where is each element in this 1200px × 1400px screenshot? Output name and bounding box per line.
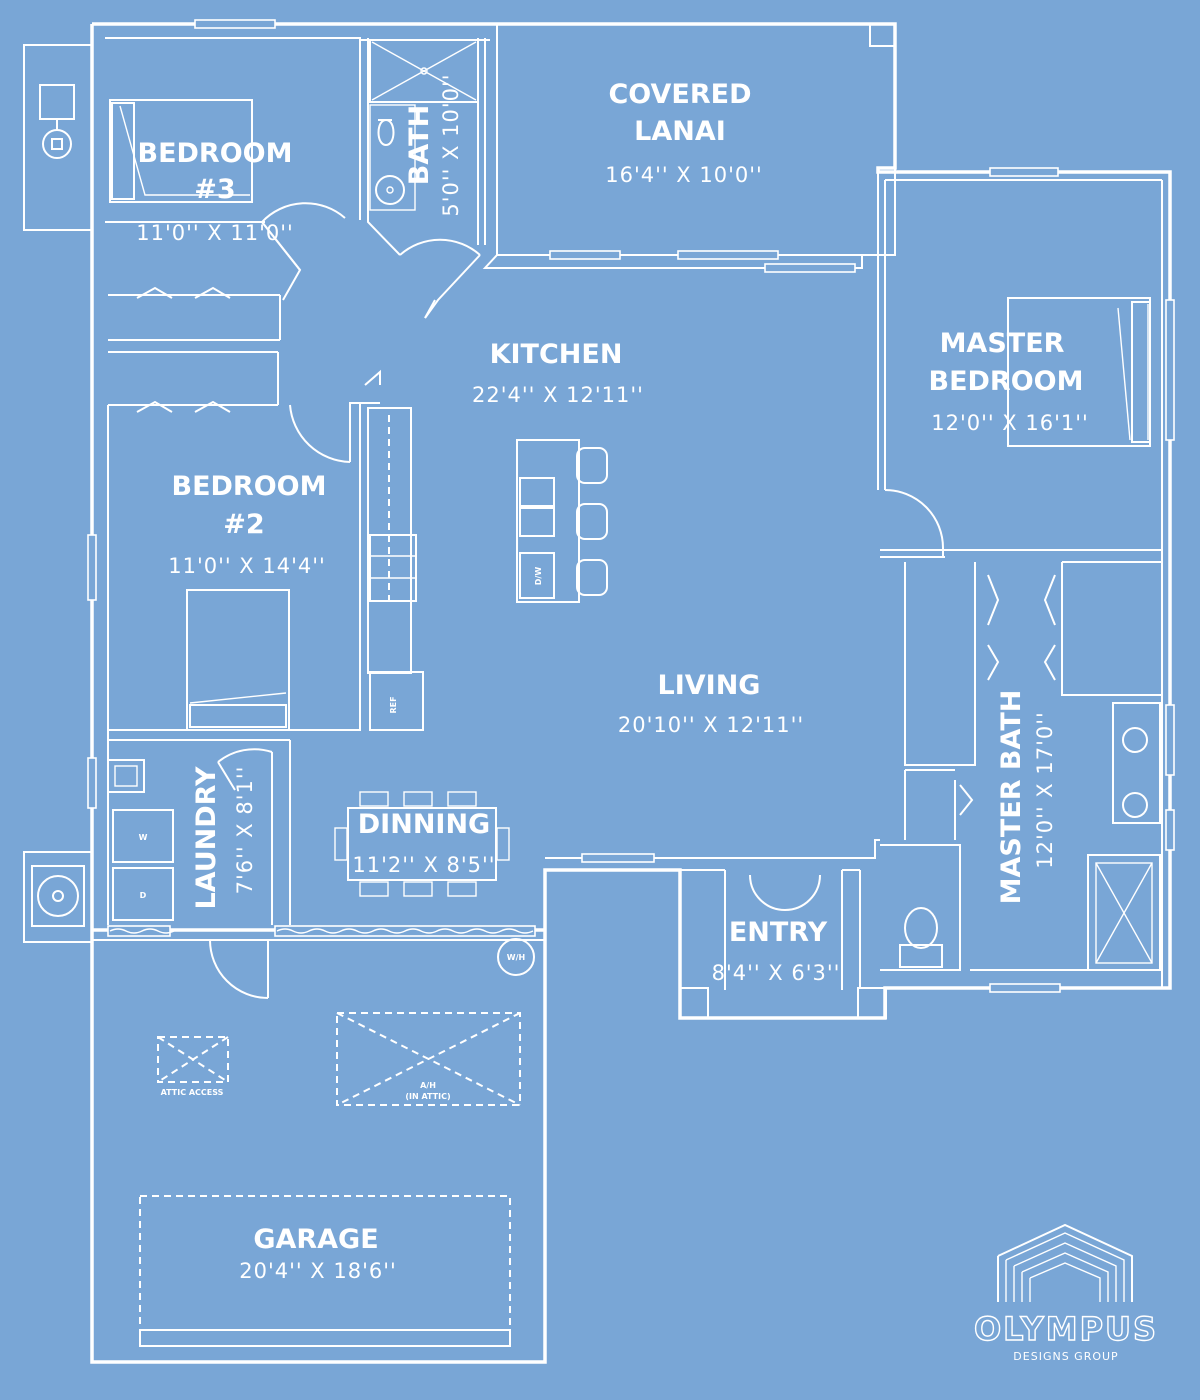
exterior-walls <box>90 22 1172 1364</box>
bedroom3-name-2: #3 <box>194 174 235 205</box>
laundry-name: LAUNDRY <box>191 766 222 910</box>
lanai-name-2: LANAI <box>634 116 726 147</box>
fridge-label: REF <box>389 696 398 713</box>
living-dims: 20'10'' X 12'11'' <box>618 713 804 737</box>
garage-dims: 20'4'' X 18'6'' <box>239 1259 397 1283</box>
bedroom2-name-1: BEDROOM <box>172 471 327 502</box>
bedroom3-name-1: BEDROOM <box>138 138 293 169</box>
lanai-dims: 16'4'' X 10'0'' <box>605 163 763 187</box>
bed3 <box>109 99 253 203</box>
ac-unit-top <box>23 44 93 231</box>
bedroom2-dims: 11'0'' X 14'4'' <box>168 554 326 578</box>
attic-access-label: ATTIC ACCESS <box>161 1088 224 1097</box>
kitchen-name: KITCHEN <box>490 339 623 370</box>
water-heater-label: W/H <box>507 953 525 962</box>
bath-name: BATH <box>404 105 435 185</box>
laundry-dims: 7'6'' X 8'1'' <box>233 766 257 895</box>
master-bath-name: MASTER BATH <box>996 690 1027 905</box>
entry-name: ENTRY <box>729 917 828 948</box>
bedroom2-name-2: #2 <box>223 509 264 540</box>
logo-name: OLYMPUS <box>974 1310 1158 1348</box>
windows <box>87 19 1175 993</box>
interior-walls <box>92 24 1163 1347</box>
dinning-name: DINNING <box>358 809 490 840</box>
entry-dims: 8'4'' X 6'3'' <box>712 961 841 985</box>
logo-tagline: DESIGNS GROUP <box>1013 1350 1118 1363</box>
master-bedroom-dims: 12'0'' X 16'1'' <box>931 411 1089 435</box>
bedroom3-dims: 11'0'' X 11'0'' <box>136 221 294 245</box>
company-logo: OLYMPUS DESIGNS GROUP <box>973 1223 1158 1363</box>
bath-dims: 5'0'' X 10'0'' <box>439 73 463 216</box>
living-name: LIVING <box>658 670 761 701</box>
dinning-dims: 11'2'' X 8'5'' <box>352 853 495 877</box>
doors <box>136 202 1056 999</box>
dishwasher-label: D/W <box>534 567 543 586</box>
logo-mark-icon <box>997 1223 1133 1302</box>
ah-label-line1: A/H <box>420 1081 436 1090</box>
dryer-label: D <box>140 891 147 900</box>
washer-label: W <box>139 833 148 842</box>
master-bedroom-name-2: BEDROOM <box>929 366 1084 397</box>
ah-label-line2: (IN ATTIC) <box>405 1092 450 1101</box>
lanai-name-1: COVERED <box>608 79 751 110</box>
room-labels: BEDROOM #3 11'0'' X 11'0'' BATH 5'0'' X … <box>136 73 1089 1283</box>
kitchen-dims: 22'4'' X 12'11'' <box>472 383 644 407</box>
ac-unit-bottom <box>23 851 93 943</box>
garage-name: GARAGE <box>253 1224 378 1255</box>
fixtures: REF D/W W <box>107 39 1161 1106</box>
master-bedroom-name-1: MASTER <box>940 328 1065 359</box>
master-bath-dims: 12'0'' X 17'0'' <box>1033 711 1057 869</box>
